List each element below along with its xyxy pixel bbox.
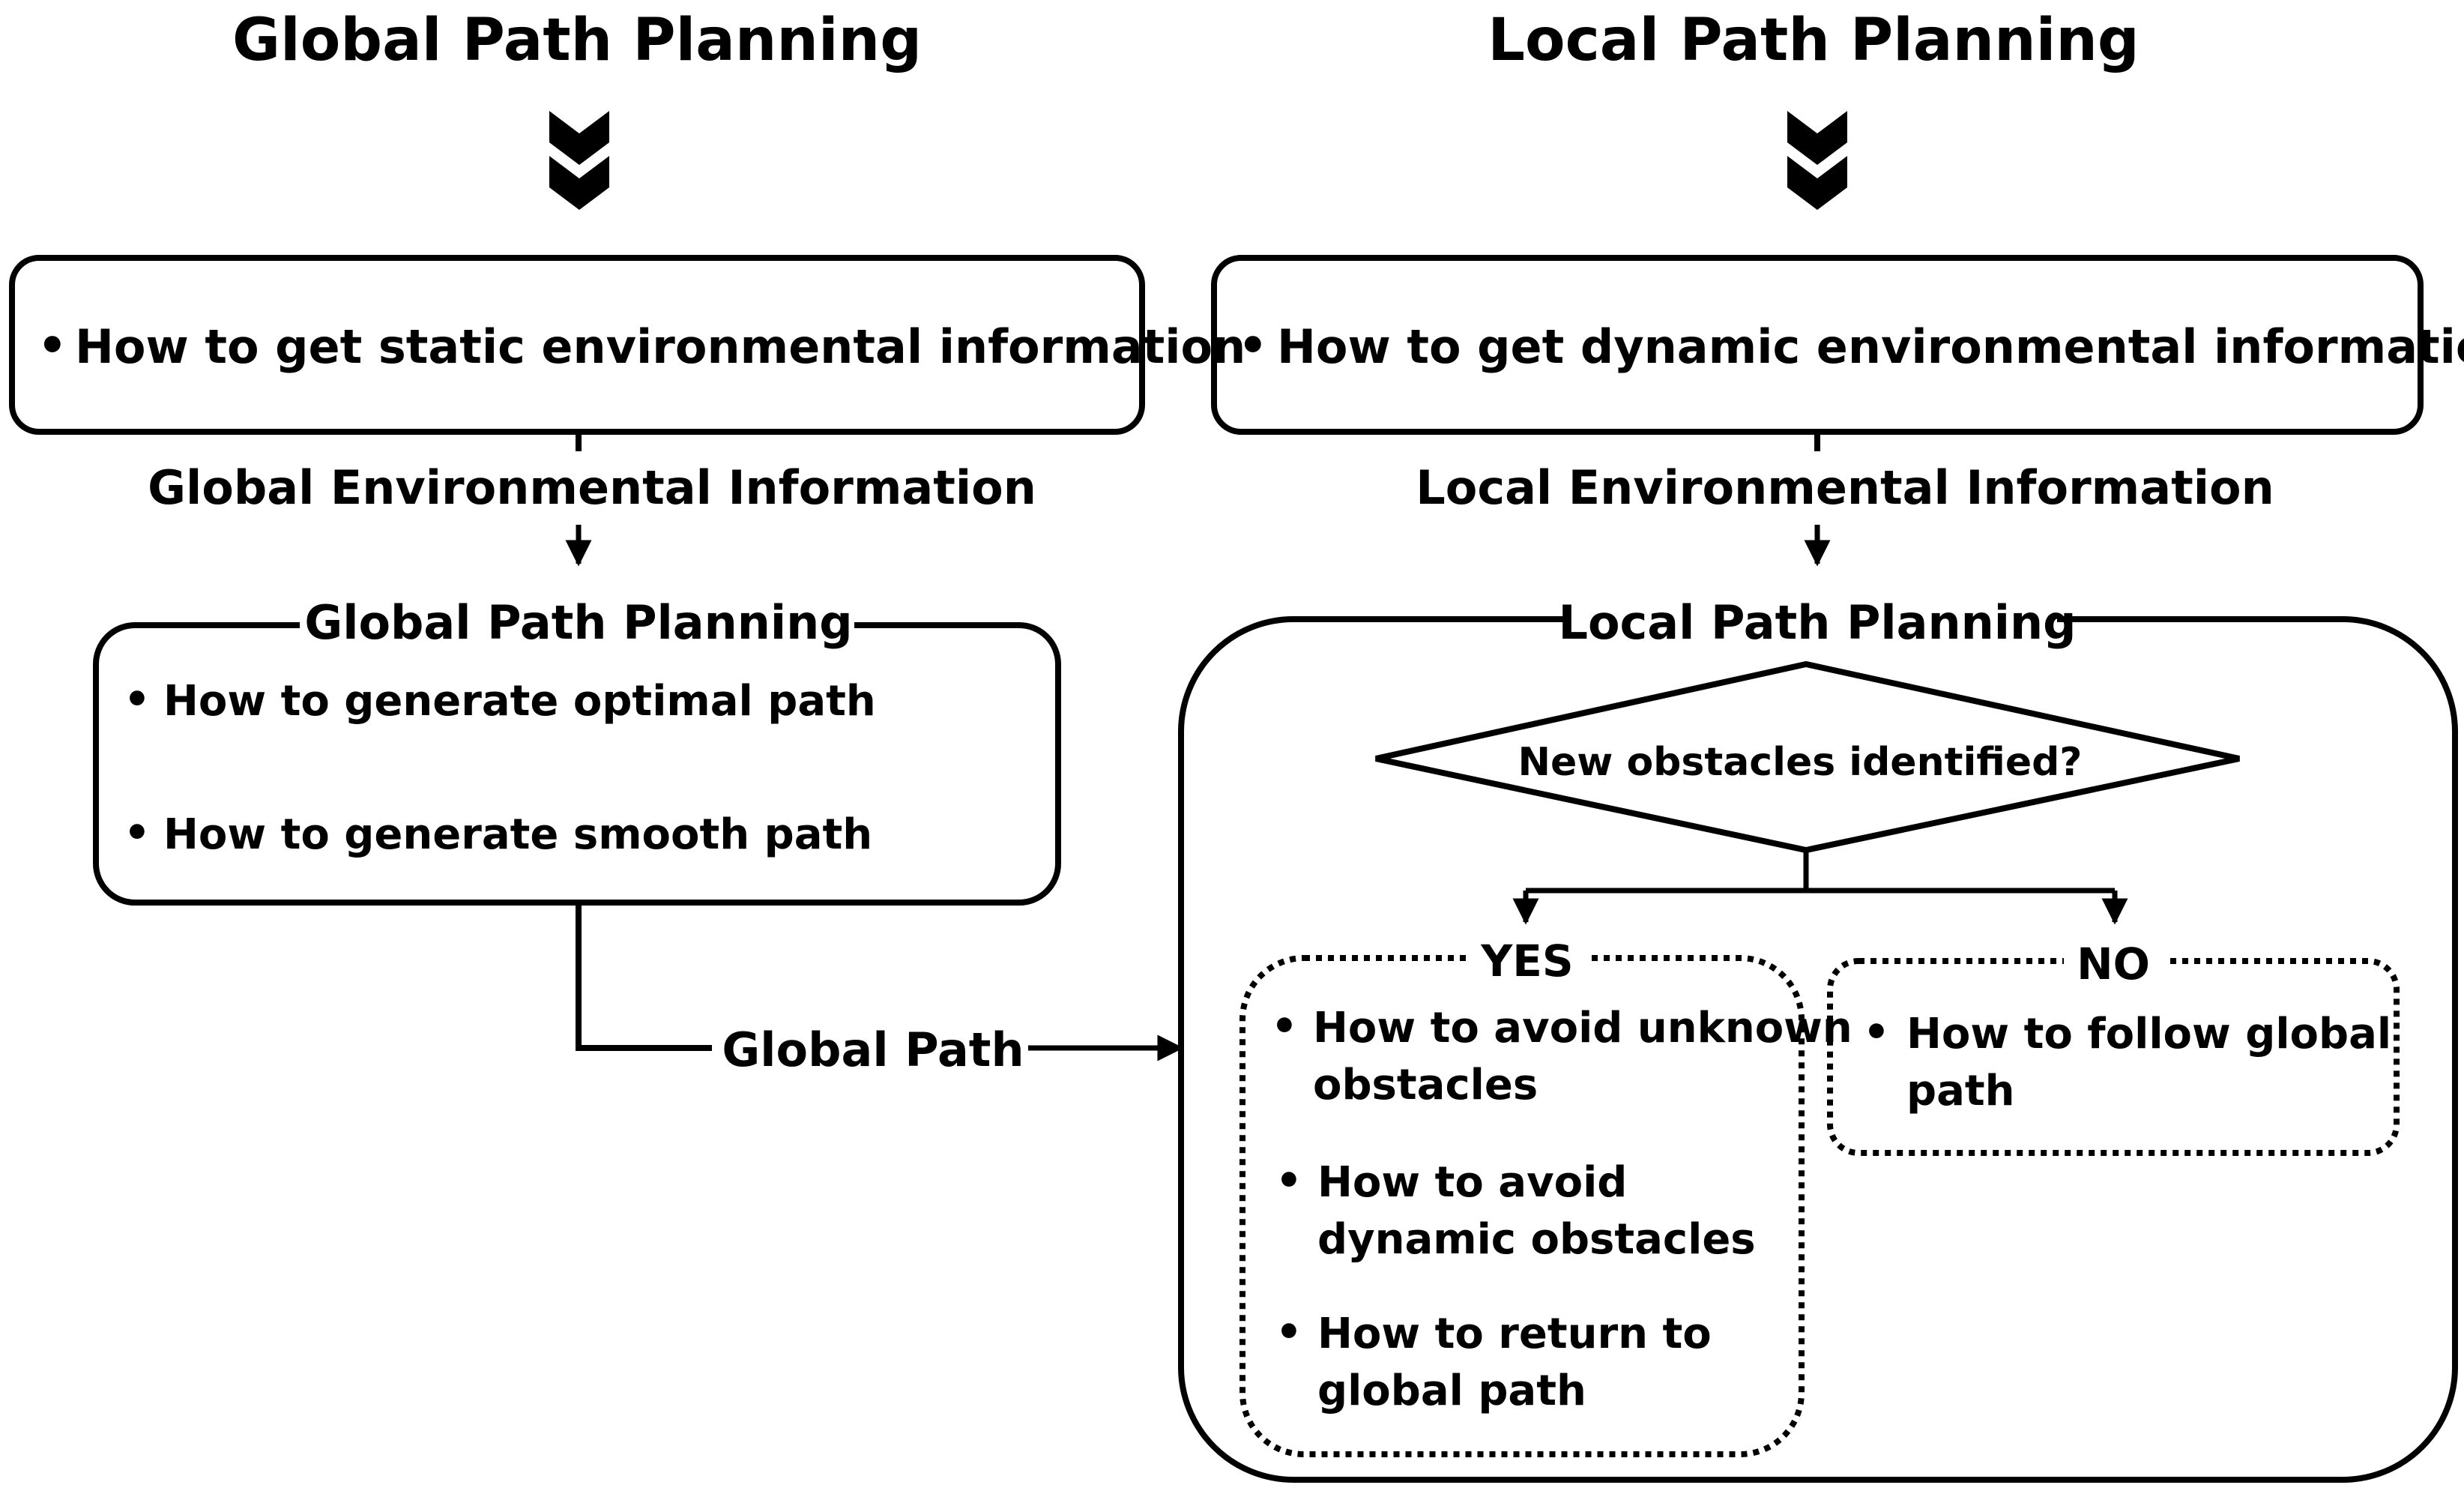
global-item-1: How to generate optimal path	[163, 677, 876, 726]
global-item-2-bullet: •	[124, 809, 151, 858]
global-env-info-label: Global Environmental Information	[148, 460, 1036, 515]
dynamic-info-item: How to get dynamic environmental informa…	[1277, 319, 2464, 374]
global-planning-title-mask	[300, 600, 854, 652]
branch-lines	[1512, 850, 2128, 925]
yes-item-2-bullet: •	[1275, 1157, 1302, 1205]
local-planning-title-mask	[1570, 595, 2057, 648]
yes-label-mask	[1469, 933, 1586, 984]
local-title: Local Path Planning	[1488, 7, 2139, 74]
yes-item-3-line-2: global path	[1317, 1367, 1586, 1415]
yes-item-1-line-1: How to avoid unknown	[1313, 1004, 1852, 1052]
no-label: NO	[2077, 939, 2150, 990]
global-path-label: Global Path	[722, 1022, 1024, 1077]
yes-item-1-bullet: •	[1271, 1002, 1298, 1051]
static-info-item: How to get static environmental informat…	[75, 319, 1245, 374]
yes-item-3-line-1: How to return to	[1317, 1310, 1712, 1358]
chevron-down-icon	[549, 111, 609, 210]
yes-item-3-bullet: •	[1275, 1308, 1302, 1357]
yes-item-2-line-1: How to avoid	[1317, 1158, 1627, 1207]
global-item-1-bullet: •	[124, 675, 151, 724]
global-planning-title: Global Path Planning	[304, 595, 852, 650]
local-env-info-label: Local Environmental Information	[1416, 460, 2274, 515]
no-label-mask	[2064, 937, 2166, 988]
no-item-1-line-1: How to follow global	[1906, 1010, 2391, 1058]
yes-item-1-line-2: obstacles	[1313, 1061, 1538, 1109]
chevron-down-icon	[1787, 111, 1847, 210]
no-item-1-line-2: path	[1906, 1067, 2015, 1115]
decision-text: New obstacles identified?	[1518, 740, 2083, 785]
global-item-2: How to generate smooth path	[163, 810, 872, 859]
yes-item-2-line-2: dynamic obstacles	[1317, 1215, 1756, 1264]
global-planning-box	[93, 622, 1061, 906]
static-info-bullet: •	[37, 318, 67, 373]
global-path-connector	[576, 903, 712, 1051]
no-item-1-bullet: •	[1863, 1008, 1890, 1057]
local-planning-title: Local Path Planning	[1558, 595, 2076, 650]
dynamic-info-bullet: •	[1238, 318, 1268, 373]
yes-label: YES	[1480, 936, 1573, 987]
global-title: Global Path Planning	[232, 7, 922, 74]
